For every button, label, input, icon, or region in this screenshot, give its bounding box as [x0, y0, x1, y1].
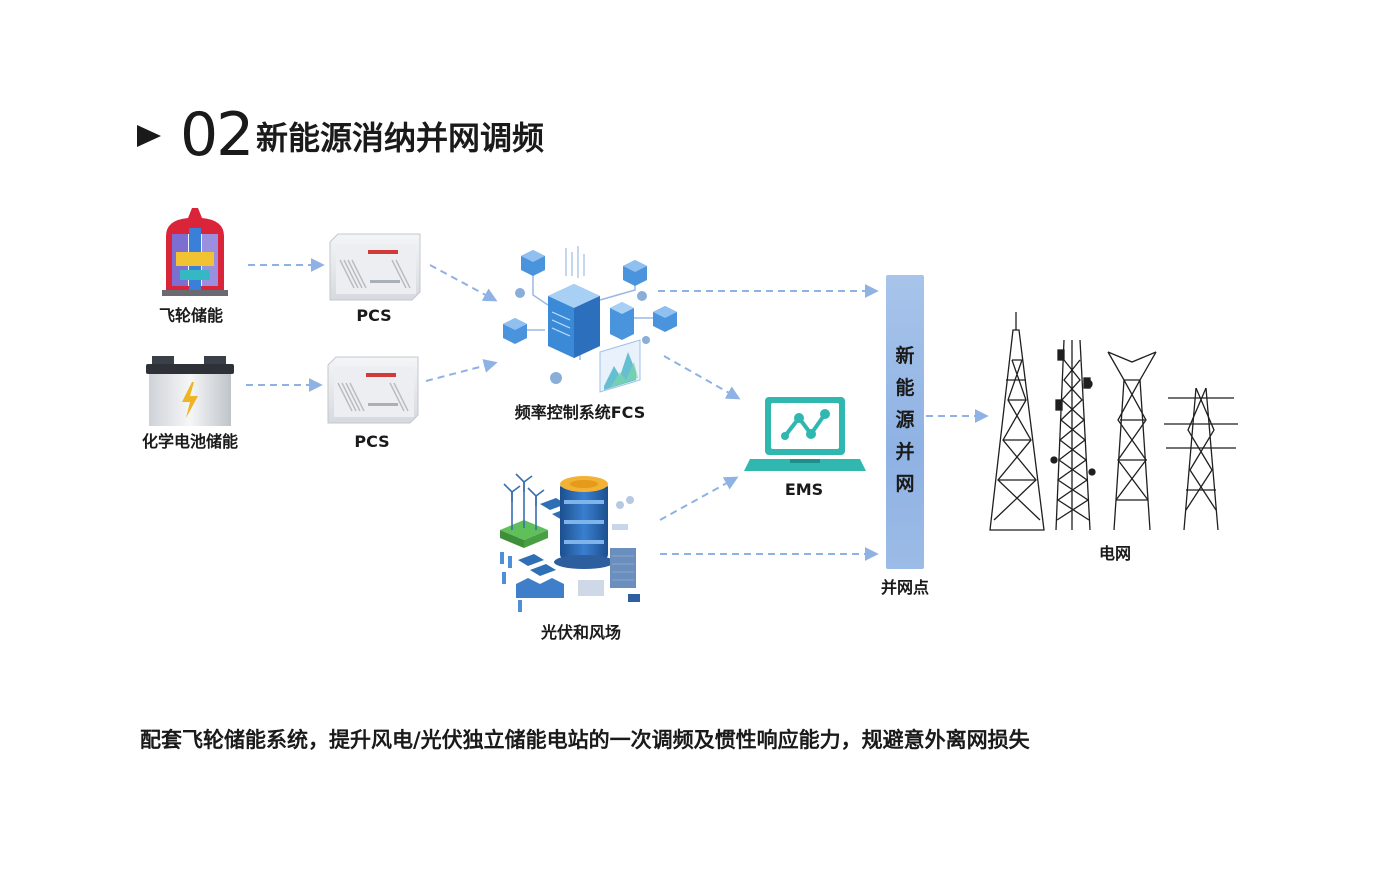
battery-label: 化学电池储能 [142, 432, 238, 451]
grid-connection-bar-label: 新 能 源 并 网 [886, 340, 924, 500]
transmission-tower-icon [1050, 339, 1096, 531]
arrow-renewables-to-ems [659, 476, 739, 521]
arrow-pcs-to-fcs-top [429, 264, 498, 302]
pcs-cabinet-icon-bottom [327, 356, 419, 424]
grid-point-label: 并网点 [881, 578, 929, 597]
flow-arrows [246, 258, 989, 561]
renewables-label: 光伏和风场 [540, 623, 621, 642]
grid-bar-char: 源 [895, 409, 915, 431]
ems-label: EMS [785, 480, 823, 499]
fcs-cube [623, 260, 647, 286]
fcs-cube [503, 318, 527, 344]
flywheel-icon [162, 208, 228, 296]
grid-bar-char: 能 [895, 377, 915, 399]
renewables-illustration-icon [500, 473, 640, 612]
arrow-fcs-to-ems [663, 355, 741, 400]
transmission-tower-icon [1107, 351, 1157, 531]
flywheel-label: 飞轮储能 [159, 306, 223, 325]
grid-connection-bar [886, 275, 924, 569]
ems-laptop-icon [744, 397, 866, 471]
section-number: 02 [180, 100, 254, 170]
title-play-icon [137, 125, 161, 147]
grid-bar-char: 新 [895, 345, 915, 367]
grid-label: 电网 [1099, 544, 1131, 563]
pcs-cabinet-icon-top [329, 233, 421, 301]
fcs-cube [521, 250, 545, 276]
grid-bar-char: 并 [895, 441, 915, 463]
transmission-tower-icons [989, 312, 1238, 531]
fcs-label: 频率控制系统FCS [515, 403, 646, 422]
fcs-illustration-icon [503, 246, 677, 393]
grid-bar-char: 网 [895, 473, 915, 495]
fcs-cube [653, 306, 677, 332]
transmission-tower-icon [989, 312, 1045, 531]
footer-caption: 配套飞轮储能系统，提升风电/光伏独立储能电站的一次调频及惯性响应能力，规避意外离… [140, 728, 1030, 752]
arrow-pcs-to-fcs-bottom [425, 359, 498, 382]
transmission-tower-icon [1164, 387, 1238, 531]
pcs-top-label: PCS [356, 306, 391, 325]
battery-icon [146, 356, 234, 426]
pcs-bottom-label: PCS [354, 432, 389, 451]
section-title: 新能源消纳并网调频 [256, 119, 545, 157]
